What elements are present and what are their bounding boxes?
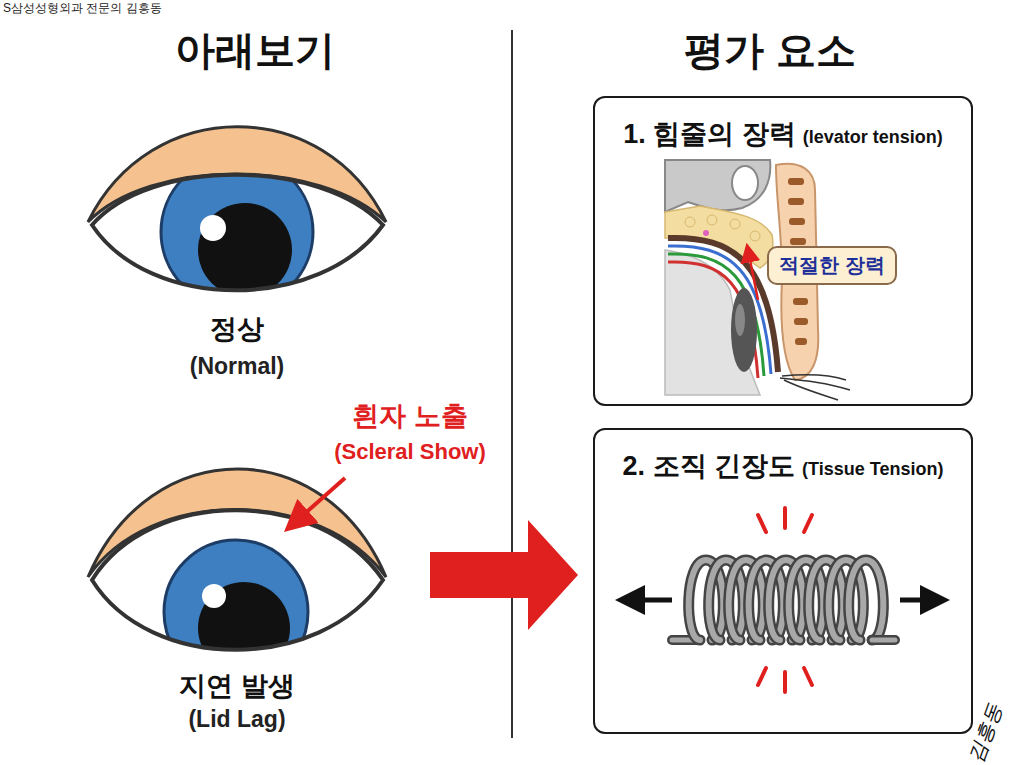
flow-arrow: [430, 520, 578, 630]
lid-lag-eye: [88, 469, 386, 684]
panel-title: 1. 힘줄의 장력: [623, 116, 796, 152]
eye-label: 지연 발생: [179, 672, 295, 702]
column-heading: 아래보기: [175, 28, 335, 72]
pointer-arrow: [293, 478, 345, 524]
divider-line: [511, 30, 513, 738]
panel-subtitle: (levator tension): [803, 127, 943, 148]
panel-subtitle: (Tissue Tension): [802, 459, 943, 480]
speech-bubble: 적절한 장력: [767, 246, 897, 285]
eye-sublabel: (Lid Lag): [188, 707, 285, 732]
callout-sublabel: (Scleral Show): [334, 440, 486, 464]
tension-arrow: [630, 598, 672, 603]
tension-arrow: [900, 598, 935, 603]
spring-symbol: [672, 560, 895, 640]
watermark: S삼성성형외과 전문의 김흥동: [3, 2, 162, 15]
signature: 김흥동: [964, 701, 1005, 765]
factor-panel: 1. 힘줄의 장력 (levator tension) 적절한 장력: [593, 96, 973, 406]
panel-title: 2. 조직 긴장도: [623, 448, 796, 484]
eye-sublabel: (Normal): [190, 354, 285, 379]
column-heading: 평가 요소: [684, 28, 855, 72]
factor-panel: 2. 조직 긴장도 (Tissue Tension): [593, 428, 973, 734]
normal-eye: [88, 127, 386, 308]
eye-label: 정상: [210, 315, 264, 345]
panel-header: 2. 조직 긴장도 (Tissue Tension): [595, 448, 971, 484]
callout-label: 흰자 노출: [352, 402, 468, 432]
bubble-text: 적절한 장력: [779, 254, 885, 276]
vibration-marks: [758, 508, 812, 692]
panel-header: 1. 힘줄의 장력 (levator tension): [595, 116, 971, 152]
